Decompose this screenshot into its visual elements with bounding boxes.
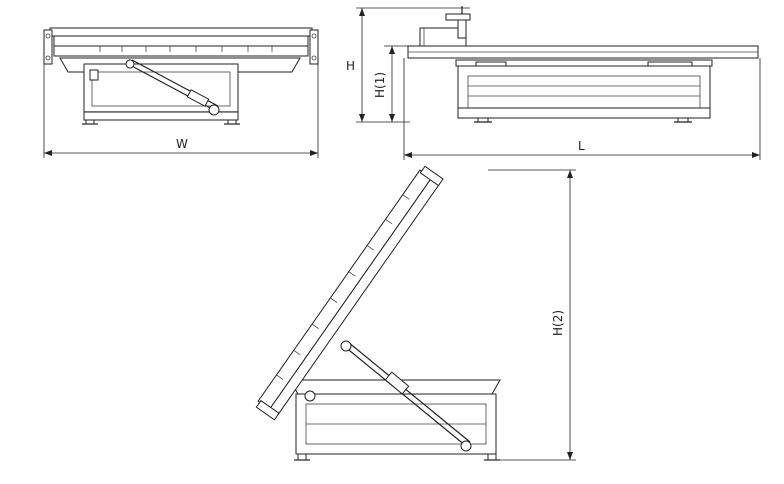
height2-label: H(2): [551, 310, 565, 336]
width-label: W: [176, 137, 188, 151]
tilted-view: [255, 165, 576, 461]
side-view: [356, 6, 761, 160]
height-label: H: [346, 59, 355, 73]
height1-label: H(1): [373, 72, 387, 98]
front-view: [43, 27, 319, 158]
length-label: L: [578, 139, 585, 153]
